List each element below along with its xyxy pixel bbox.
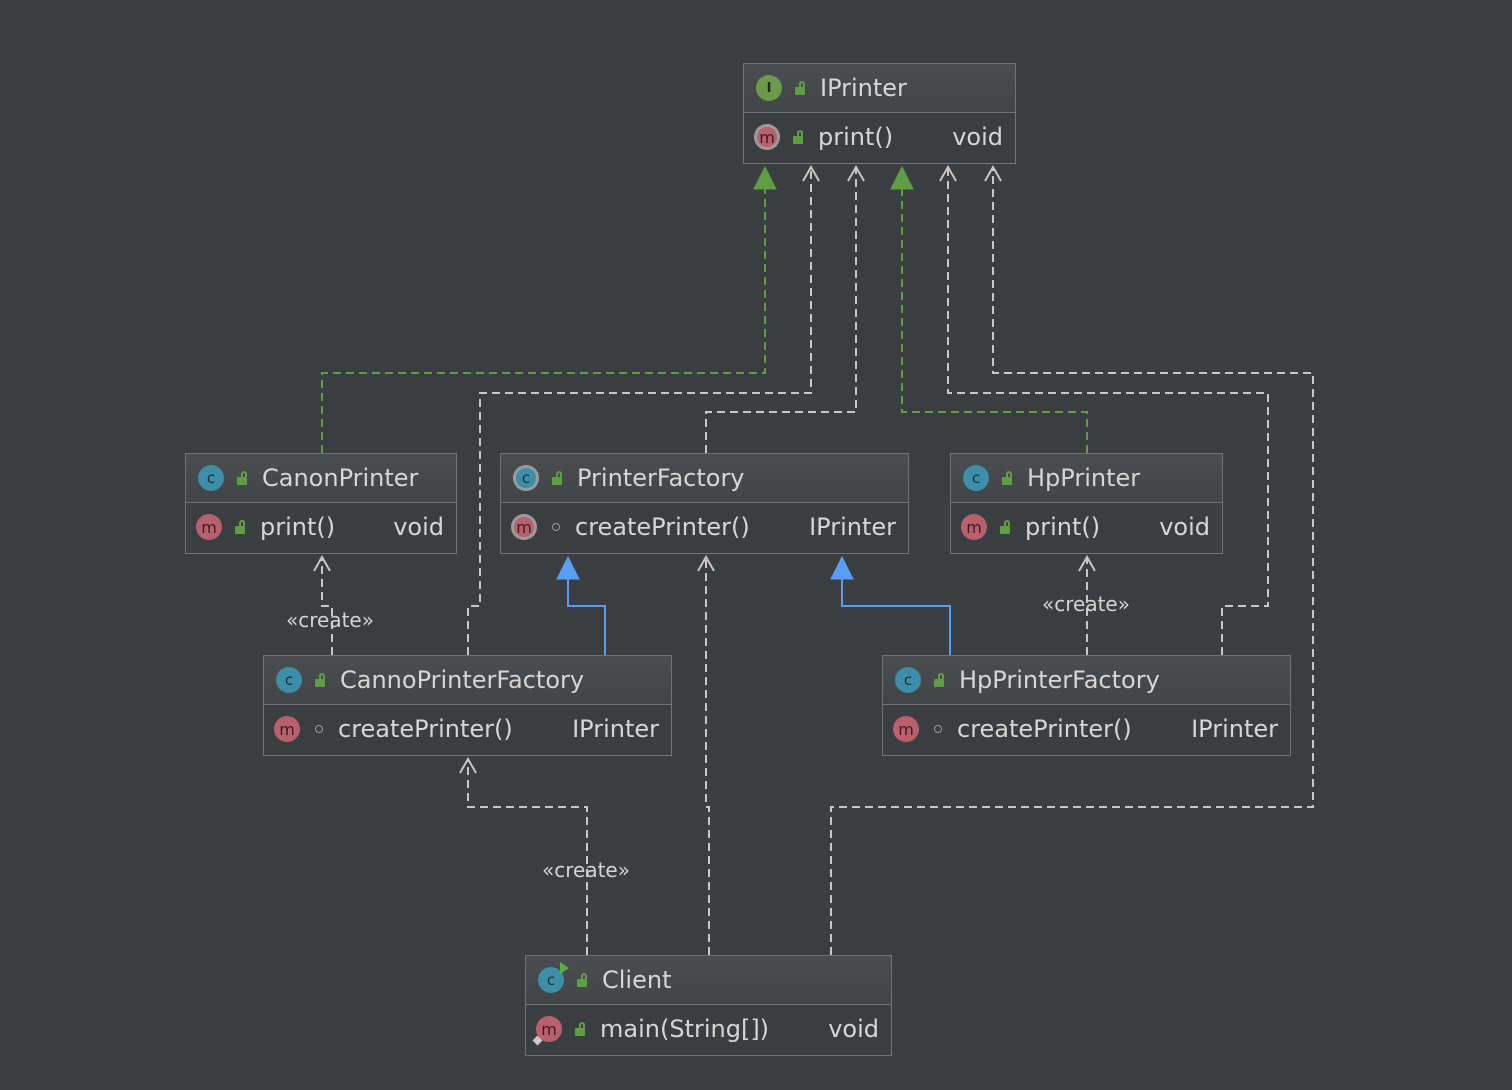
- edge-realization-hpprinter-to-iprinter: [890, 165, 1088, 453]
- abstract-class-icon: c: [513, 465, 539, 491]
- package-visibility-icon: [312, 722, 326, 736]
- member-return-type: void: [952, 123, 1003, 151]
- create-stereotype-label: «create»: [286, 608, 374, 632]
- class-icon: c: [963, 465, 989, 491]
- method-icon: m: [274, 716, 300, 742]
- member-row[interactable]: m print() void: [951, 503, 1222, 551]
- member-return-type: IPrinter: [572, 715, 659, 743]
- node-title: CannoPrinterFactory: [340, 666, 585, 694]
- node-header[interactable]: c HpPrinterFactory: [883, 656, 1290, 705]
- public-visibility-icon: [1001, 471, 1015, 485]
- class-icon: c: [198, 465, 224, 491]
- create-stereotype-label: «create»: [542, 858, 630, 882]
- public-visibility-icon: [551, 471, 565, 485]
- member-name: print(): [260, 513, 336, 541]
- public-visibility-icon: [576, 973, 590, 987]
- class-icon: c: [276, 667, 302, 693]
- runnable-class-icon: c: [538, 962, 569, 993]
- edge-dependency-hpprinterfactory-to-iprinter: [939, 164, 1269, 655]
- interface-icon: I: [756, 75, 782, 101]
- node-title: PrinterFactory: [577, 464, 745, 492]
- node-header[interactable]: c PrinterFactory: [501, 454, 908, 503]
- node-title: IPrinter: [820, 74, 907, 102]
- edge-dependency-cannoprinterfactory-to-iprinter: [467, 164, 820, 655]
- edge-dependency-client-to-printerfactory: [697, 554, 715, 955]
- member-row[interactable]: m createPrinter() IPrinter: [264, 705, 671, 753]
- package-visibility-icon: [549, 520, 563, 534]
- edge-dependency-printerfactory-to-iprinter: [705, 164, 865, 453]
- package-visibility-icon: [931, 722, 945, 736]
- method-icon: m: [893, 716, 919, 742]
- node-iprinter[interactable]: I IPrinter m print() void: [743, 63, 1016, 164]
- public-visibility-icon: [314, 673, 328, 687]
- member-name: createPrinter(): [957, 715, 1132, 743]
- member-row[interactable]: m print() void: [186, 503, 456, 551]
- member-row[interactable]: m createPrinter() IPrinter: [501, 503, 908, 551]
- public-visibility-icon: [574, 1022, 588, 1036]
- member-row[interactable]: m createPrinter() IPrinter: [883, 705, 1290, 753]
- class-icon: c: [895, 667, 921, 693]
- edge-dependency-cannoprinterfactory-to-canonprinter: [313, 554, 333, 655]
- public-visibility-icon: [794, 81, 808, 95]
- method-icon: m: [532, 1016, 562, 1046]
- node-hpprinter[interactable]: c HpPrinter m print() void: [950, 453, 1223, 554]
- method-icon: m: [196, 514, 222, 540]
- member-name: createPrinter(): [575, 513, 750, 541]
- node-header[interactable]: c Client: [526, 956, 891, 1005]
- node-title: Client: [602, 966, 672, 994]
- member-return-type: IPrinter: [1191, 715, 1278, 743]
- member-row[interactable]: m main(String[]) void: [526, 1005, 891, 1053]
- node-printerfactory[interactable]: c PrinterFactory m createPrinter() IPrinter: [500, 453, 909, 554]
- node-header[interactable]: c HpPrinter: [951, 454, 1222, 503]
- public-visibility-icon: [792, 130, 806, 144]
- member-name: main(String[]): [600, 1015, 770, 1043]
- abstract-method-icon: m: [511, 514, 537, 540]
- node-title: HpPrinterFactory: [959, 666, 1160, 694]
- node-canonprinter[interactable]: c CanonPrinter m print() void: [185, 453, 457, 554]
- member-return-type: IPrinter: [809, 513, 896, 541]
- method-icon: m: [961, 514, 987, 540]
- public-visibility-icon: [999, 520, 1013, 534]
- public-visibility-icon: [236, 471, 250, 485]
- node-header[interactable]: I IPrinter: [744, 64, 1015, 113]
- edge-generalization-cannoprinterfactory-to-printerfactory: [556, 555, 606, 655]
- node-header[interactable]: c CanonPrinter: [186, 454, 456, 503]
- node-cannoprinterfactory[interactable]: c CannoPrinterFactory m createPrinter() IPri…: [263, 655, 672, 756]
- edge-dependency-client-to-iprinter: [830, 164, 1314, 955]
- node-header[interactable]: c CannoPrinterFactory: [264, 656, 671, 705]
- member-return-type: void: [393, 513, 444, 541]
- node-title: CanonPrinter: [262, 464, 419, 492]
- node-client[interactable]: c Client m main(String[]) void: [525, 955, 892, 1056]
- edge-realization-canonprinter-to-iprinter: [321, 165, 777, 453]
- node-hpprinterfactory[interactable]: c HpPrinterFactory m createPrinter() IPrinte…: [882, 655, 1291, 756]
- edge-dependency-client-to-cannoprinterfactory: [459, 756, 588, 955]
- public-visibility-icon: [234, 520, 248, 534]
- public-visibility-icon: [933, 673, 947, 687]
- member-name: print(): [1025, 513, 1101, 541]
- node-title: HpPrinter: [1027, 464, 1141, 492]
- create-stereotype-label: «create»: [1042, 592, 1130, 616]
- member-return-type: void: [828, 1015, 879, 1043]
- abstract-method-icon: m: [754, 124, 780, 150]
- member-name: print(): [818, 123, 894, 151]
- member-return-type: void: [1159, 513, 1210, 541]
- member-row[interactable]: m print() void: [744, 113, 1015, 161]
- edge-generalization-hpprinterfactory-to-printerfactory: [830, 555, 951, 655]
- member-name: createPrinter(): [338, 715, 513, 743]
